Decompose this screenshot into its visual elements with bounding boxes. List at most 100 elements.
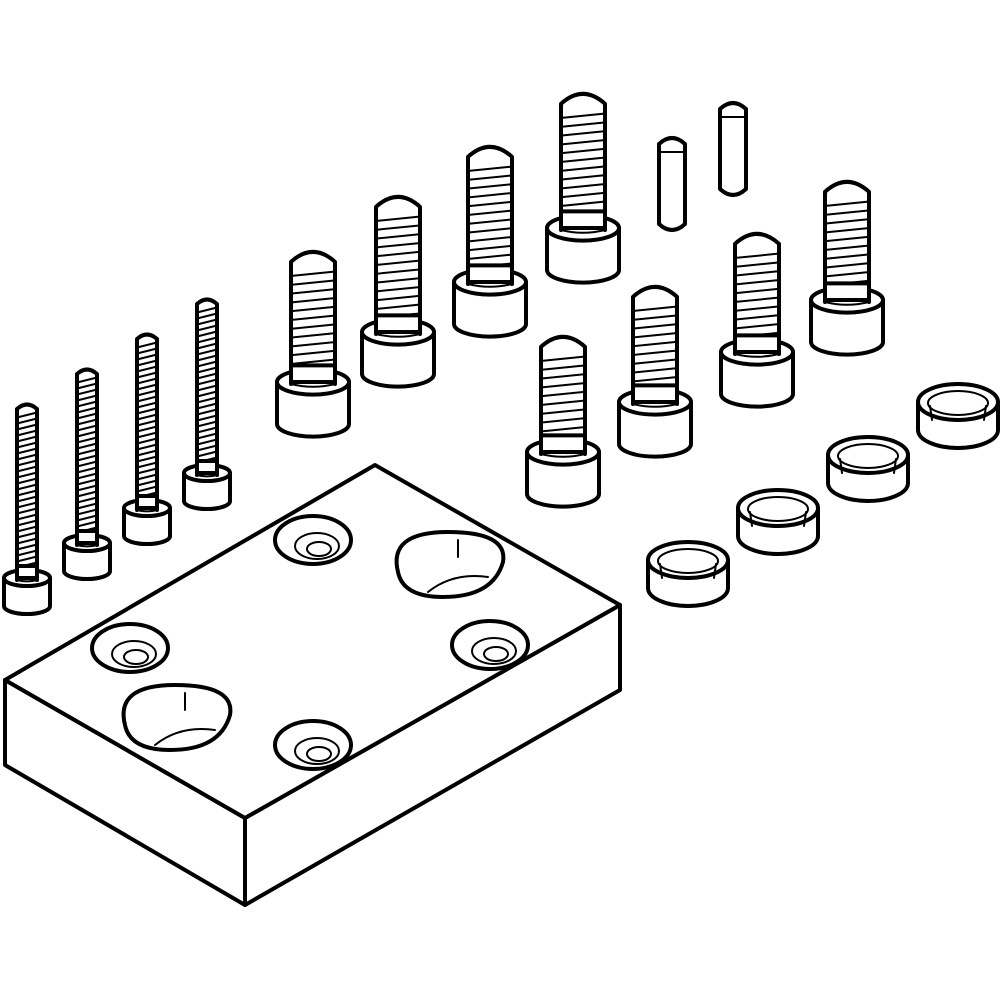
- counterbore-hole: [90, 622, 170, 674]
- thread-line: [138, 408, 156, 414]
- thread-line: [562, 156, 604, 163]
- thread-line: [542, 408, 584, 415]
- thread-line: [18, 544, 36, 550]
- thread-line: [138, 360, 156, 366]
- thread-line: [542, 382, 584, 389]
- cap-screw: [62, 367, 112, 582]
- screw-head: [360, 330, 436, 389]
- thread-line: [138, 486, 156, 492]
- thread-line: [469, 165, 511, 172]
- thread-line: [377, 277, 419, 284]
- thread-line: [292, 332, 334, 339]
- thread-line: [18, 514, 36, 520]
- thread-line: [198, 379, 216, 385]
- thread-line: [78, 413, 96, 419]
- thread-line: [469, 201, 511, 207]
- thread-line: [377, 259, 419, 266]
- thread-line: [469, 218, 511, 225]
- thread-line: [198, 349, 216, 355]
- thread-line: [198, 373, 216, 379]
- cap-screw: [809, 179, 885, 357]
- thread-line: [18, 460, 36, 466]
- thread-line: [198, 451, 216, 457]
- thread-line: [78, 491, 96, 497]
- thread-line: [18, 502, 36, 508]
- counterbore-hole: [273, 514, 353, 566]
- screw-head: [809, 298, 885, 357]
- thread-line: [18, 478, 36, 484]
- thread-line: [377, 215, 419, 222]
- dowel-pin: [718, 101, 748, 197]
- thread-line: [634, 349, 676, 356]
- thread-line: [562, 112, 604, 119]
- thread-line: [634, 323, 676, 330]
- thread-line: [198, 325, 216, 331]
- cap-screw: [719, 231, 795, 409]
- thread-line: [826, 262, 868, 269]
- thread-line: [138, 384, 156, 390]
- thread-line: [18, 550, 36, 556]
- screw-head: [617, 400, 693, 459]
- thread-line: [198, 367, 216, 373]
- screw-head: [275, 380, 351, 439]
- cap-screw: [525, 334, 601, 509]
- thread-line: [198, 427, 216, 433]
- screw-head: [525, 450, 601, 509]
- cap-screw: [545, 91, 621, 285]
- thread-line: [78, 515, 96, 521]
- cap-screw: [182, 297, 232, 512]
- thread-line: [138, 396, 156, 402]
- thread-line: [18, 424, 36, 430]
- thread-line: [78, 473, 96, 479]
- thread-line: [377, 295, 419, 301]
- slot-hole: [121, 683, 233, 752]
- thread-line: [826, 209, 868, 216]
- thread-line: [562, 148, 604, 154]
- thread-line: [198, 331, 216, 337]
- thread-line: [138, 348, 156, 354]
- thread-line: [138, 414, 156, 420]
- thread-line: [292, 314, 334, 321]
- thread-line: [542, 417, 584, 424]
- centering-ring: [736, 488, 820, 556]
- thread-line: [292, 279, 334, 286]
- thread-line: [469, 174, 511, 181]
- fastener-parts: [2, 91, 1000, 617]
- centering-ring: [646, 540, 730, 608]
- thread-line: [138, 426, 156, 432]
- thread-line: [18, 532, 36, 538]
- thread-line: [469, 245, 511, 251]
- thread-line: [634, 358, 676, 365]
- thread-line: [634, 314, 676, 321]
- thread-line: [542, 426, 584, 433]
- thread-line: [198, 313, 216, 319]
- thread-line: [469, 236, 511, 243]
- thread-line: [826, 236, 868, 242]
- thread-line: [138, 468, 156, 474]
- thread-line: [469, 227, 511, 234]
- thread-line: [292, 323, 334, 330]
- thread-line: [78, 377, 96, 383]
- thread-line: [562, 192, 604, 198]
- thread-line: [198, 433, 216, 439]
- thread-line: [78, 383, 96, 389]
- thread-line: [198, 355, 216, 361]
- thread-line: [138, 462, 156, 468]
- thread-line: [736, 270, 778, 277]
- thread-line: [542, 364, 584, 371]
- thread-line: [826, 271, 868, 278]
- thread-line: [826, 218, 868, 225]
- thread-line: [634, 341, 676, 347]
- thread-line: [78, 467, 96, 473]
- thread-line: [198, 421, 216, 427]
- dowel-pin: [657, 136, 687, 232]
- cap-screw: [360, 194, 436, 389]
- thread-line: [826, 227, 868, 234]
- thread-line: [198, 409, 216, 415]
- thread-line: [198, 397, 216, 403]
- thread-line: [78, 455, 96, 461]
- thread-line: [469, 209, 511, 216]
- thread-line: [138, 438, 156, 444]
- cap-screw: [122, 332, 172, 547]
- screw-head: [719, 350, 795, 409]
